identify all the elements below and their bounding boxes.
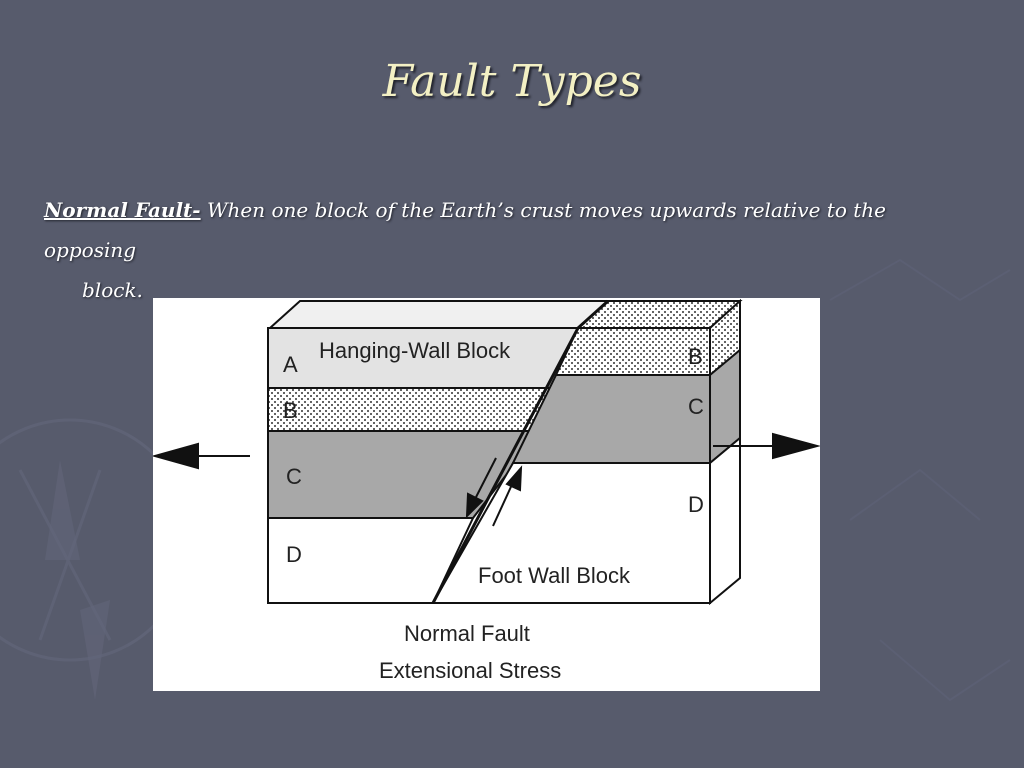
term-normal-fault: Normal Fault- [44, 198, 201, 222]
hanging-wall-label: Hanging-Wall Block [319, 338, 511, 363]
definition-paragraph: Normal Fault- When one block of the Eart… [44, 190, 984, 310]
extension-arrows [153, 432, 820, 470]
normal-fault-diagram: Hanging-Wall Block A B C D B C D Foot Wa… [153, 298, 820, 691]
fault-plane-line [431, 299, 610, 604]
caption-normal-fault: Normal Fault [404, 621, 530, 646]
right-layer-c-label: C [688, 394, 704, 419]
left-layer-c-label: C [286, 464, 302, 489]
foot-side-d [709, 435, 741, 606]
left-layer-a-label: A [283, 352, 298, 377]
foot-wall-label: Foot Wall Block [478, 563, 631, 588]
left-layer-b-label: B [283, 398, 298, 423]
fault-diagram-svg: Hanging-Wall Block A B C D B C D Foot Wa… [153, 298, 820, 683]
slip-arrows [465, 457, 523, 527]
hanging-layer-b [267, 387, 558, 432]
slide-title: Fault Types [382, 56, 642, 107]
definition-text-line2: block. [82, 278, 143, 302]
hanging-wall-top [267, 300, 611, 329]
foot-layer-b [554, 327, 711, 376]
caption-extensional-stress: Extensional Stress [379, 658, 561, 683]
definition-text-line1: When one block of the Earth’s crust move… [44, 198, 886, 262]
left-layer-d-label: D [286, 542, 302, 567]
right-layer-d-label: D [688, 492, 704, 517]
right-layer-b-label: B [688, 344, 703, 369]
